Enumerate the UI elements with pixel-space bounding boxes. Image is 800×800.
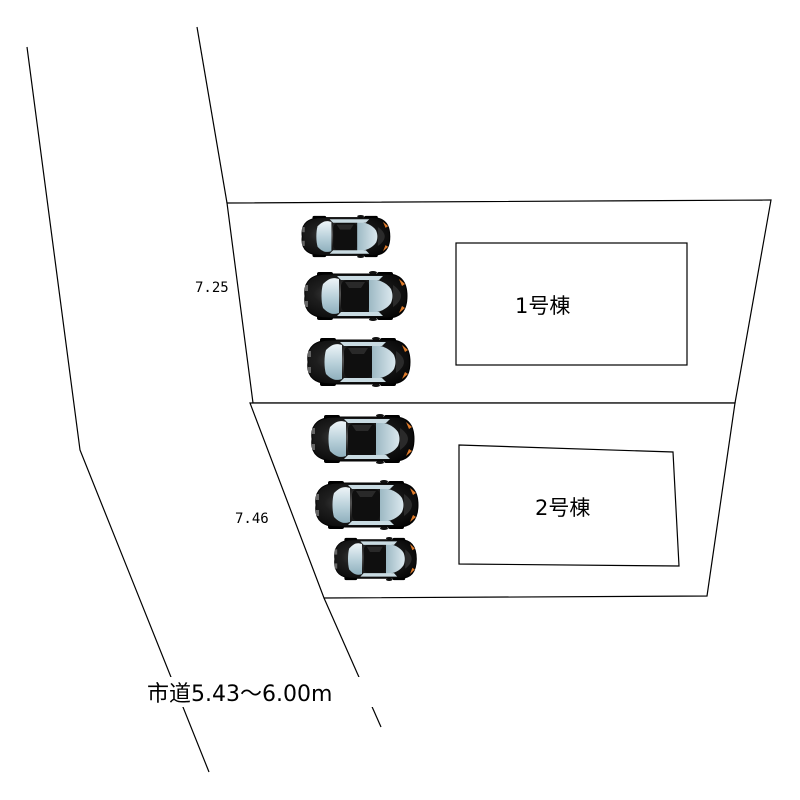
parked-car — [307, 336, 411, 388]
lot-1-frontage-dimension: 7.25 — [195, 280, 229, 296]
parked-car — [315, 479, 419, 531]
road-edge-near — [196, 26, 228, 204]
road-edge-near-lower — [323, 597, 382, 728]
building-1-label: 1号棟 — [515, 294, 570, 318]
parked-car — [301, 214, 391, 259]
parked-car — [334, 536, 417, 582]
building-1-outline — [455, 242, 688, 366]
building-1: 1号棟 — [455, 242, 688, 366]
road-label: 市道5.43～6.00m — [147, 682, 332, 707]
road-label-background — [143, 677, 375, 707]
lot-2-frontage-dimension: 7.46 — [235, 511, 269, 527]
parked-car — [304, 270, 408, 322]
parked-car — [311, 413, 415, 465]
building-2: 2号棟 — [458, 444, 680, 567]
road-edge-far — [26, 46, 210, 773]
building-2-label: 2号棟 — [535, 496, 590, 520]
building-2-outline — [458, 444, 680, 567]
